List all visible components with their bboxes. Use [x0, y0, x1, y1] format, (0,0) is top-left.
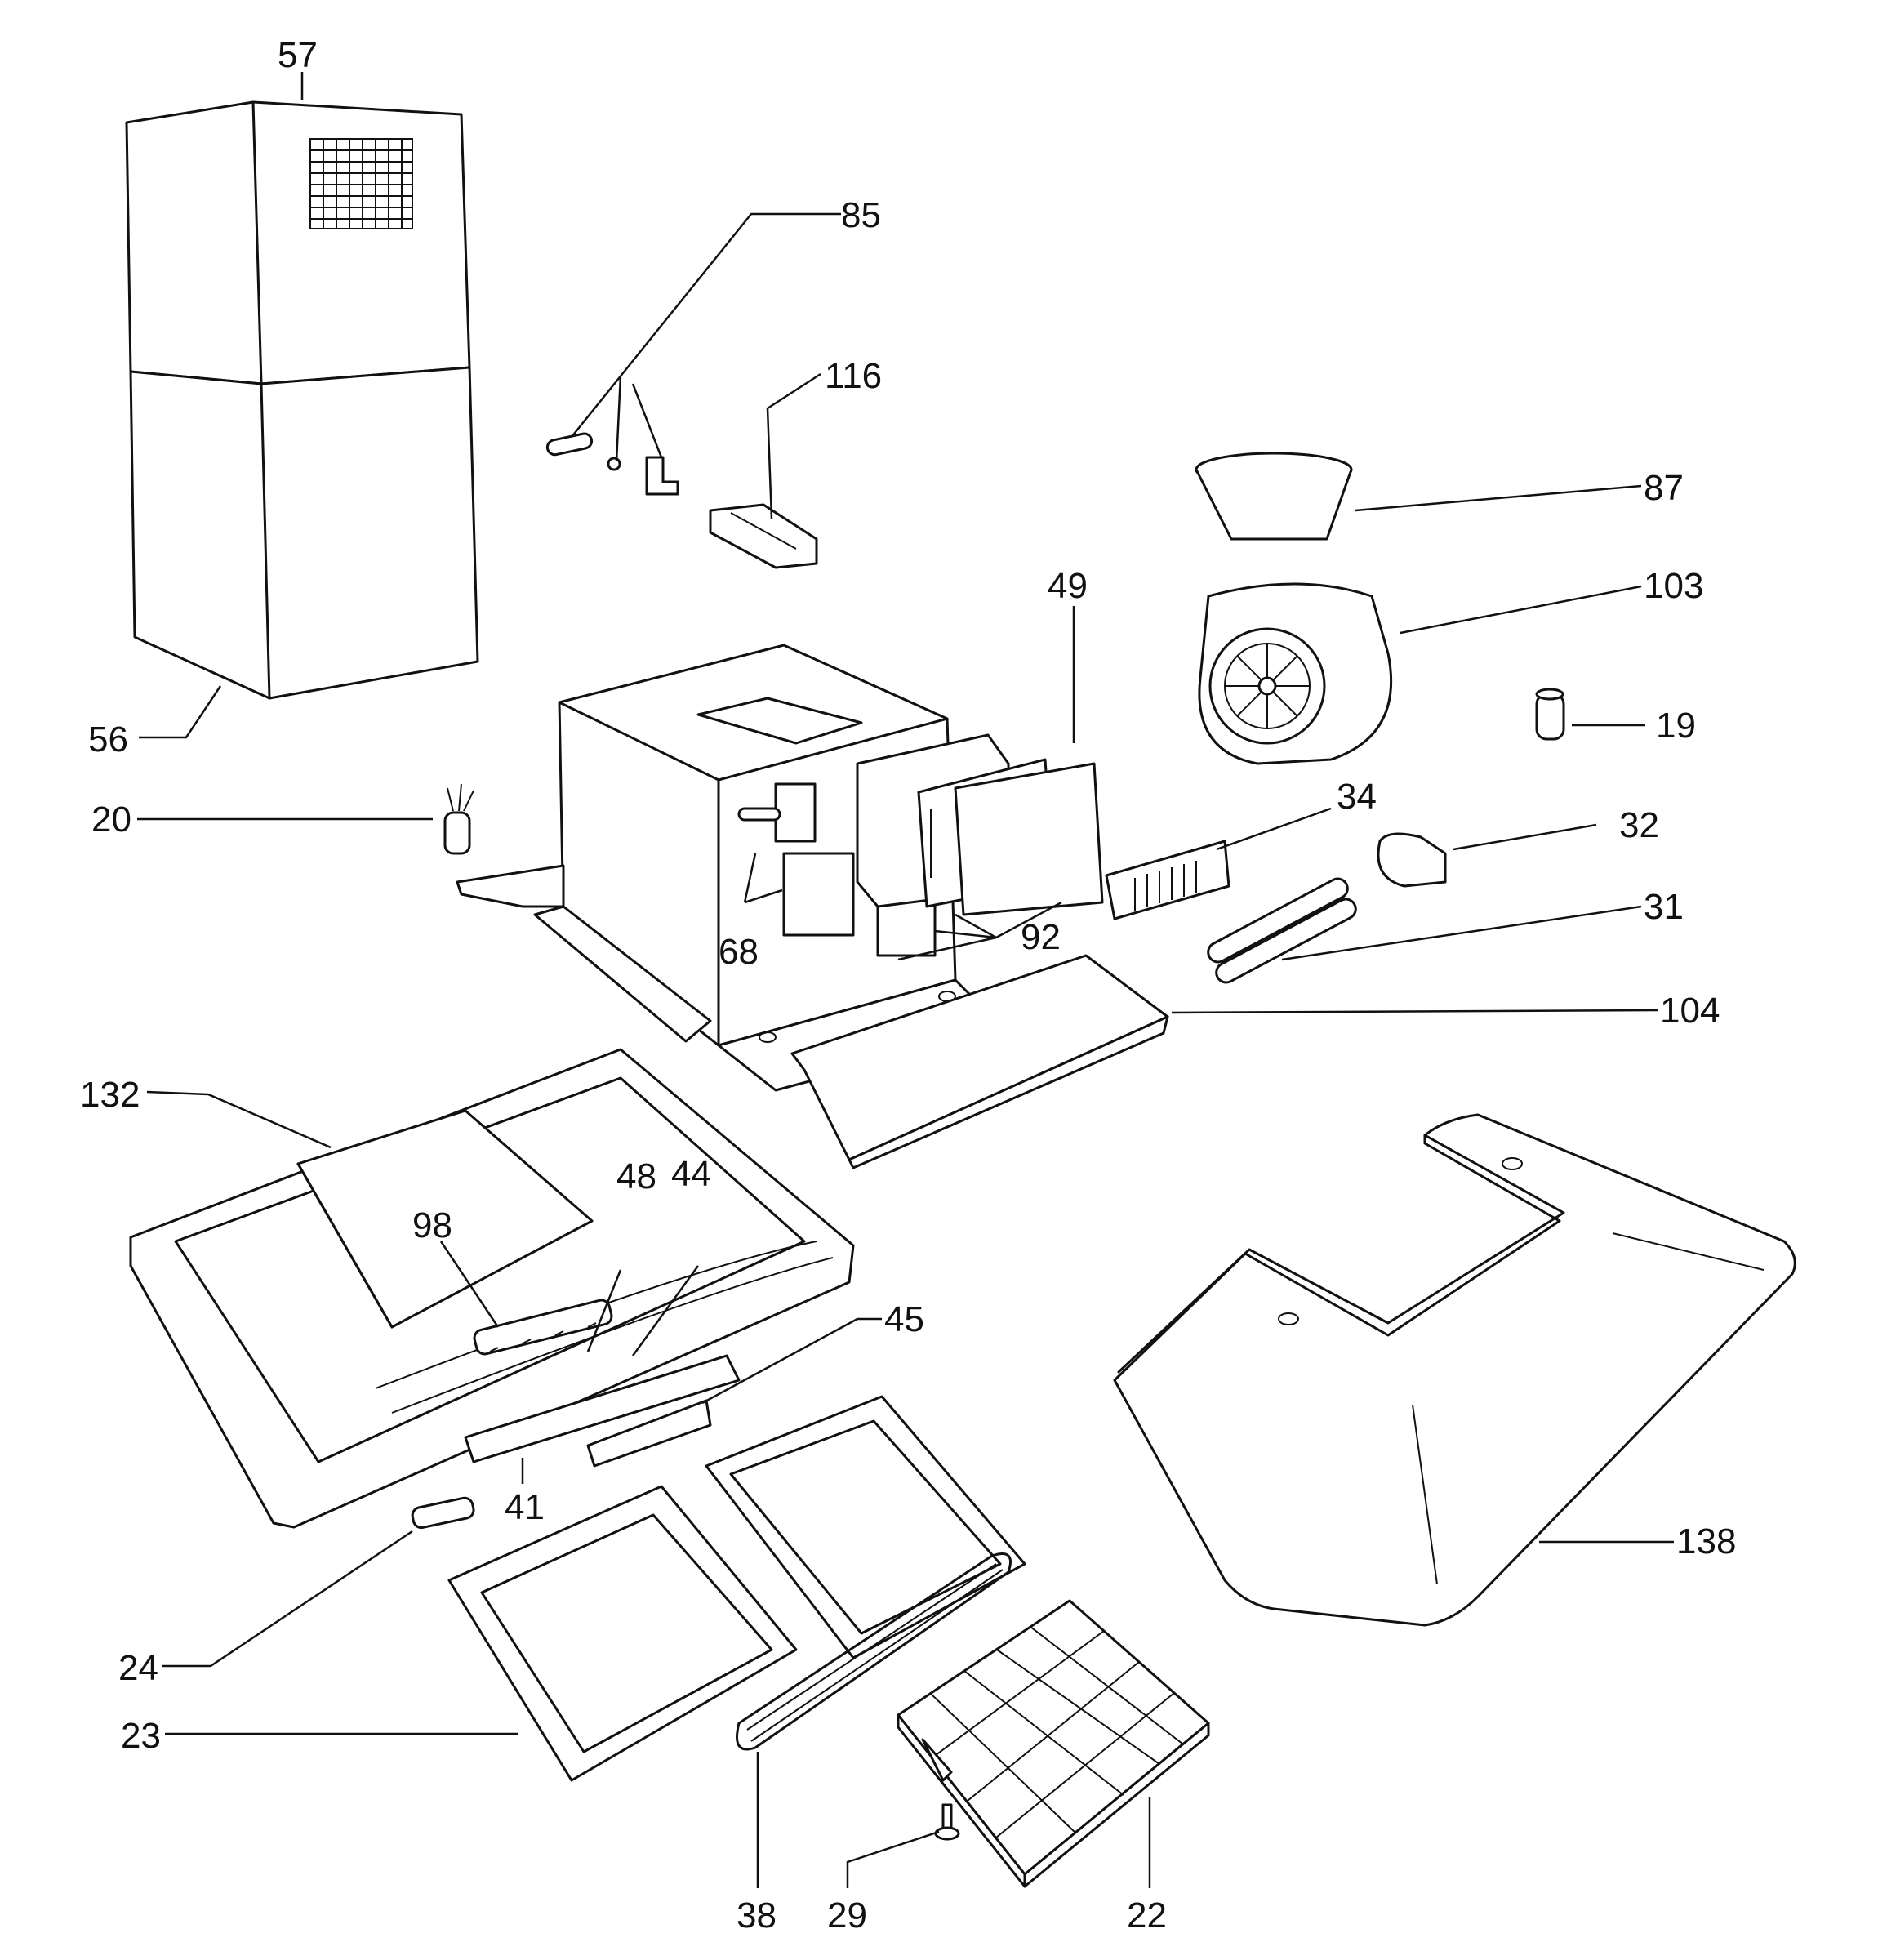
label-32: 32 [1619, 805, 1659, 845]
label-31: 31 [1644, 887, 1684, 927]
label-23: 23 [121, 1716, 161, 1756]
part-49-circuit-board [917, 758, 1104, 916]
label-48: 48 [616, 1156, 656, 1196]
part-34-lamp-holder [1105, 840, 1230, 920]
label-20: 20 [91, 800, 131, 840]
vent-grille [309, 138, 413, 229]
label-38: 38 [737, 1895, 777, 1936]
label-56: 56 [88, 719, 128, 760]
label-116: 116 [825, 356, 882, 396]
label-41: 41 [505, 1487, 545, 1527]
label-24: 24 [118, 1648, 158, 1688]
label-103: 103 [1644, 566, 1703, 606]
grease-filter-upper [705, 1395, 1026, 1659]
label-57: 57 [278, 35, 318, 75]
leader-lines [137, 72, 1674, 1888]
label-92: 92 [1021, 917, 1061, 957]
label-98: 98 [412, 1205, 452, 1245]
part-103-blower-motor [1198, 582, 1393, 765]
label-68: 68 [719, 932, 759, 972]
part-20-capacitor [443, 783, 474, 855]
part-38-gasket [736, 1552, 1012, 1751]
label-49: 49 [1048, 566, 1088, 606]
part-31-fluorescent-tube [1207, 877, 1357, 984]
part-56-lower-chimney [129, 366, 479, 700]
part-32-lamp-socket [1377, 832, 1447, 888]
part-57-upper-chimney [125, 100, 471, 385]
part-23-grease-filter [447, 1485, 798, 1782]
label-138: 138 [1676, 1521, 1736, 1561]
part-41-switch-panel [464, 1354, 741, 1463]
label-85: 85 [841, 195, 881, 235]
part-45-switch-panel [586, 1399, 712, 1468]
label-29: 29 [827, 1895, 867, 1936]
part-132-hood-canopy [129, 1048, 855, 1529]
part-87-duct-collar [1195, 452, 1353, 541]
label-87: 87 [1644, 468, 1684, 508]
label-34: 34 [1337, 777, 1377, 817]
part-29-screw [934, 1803, 960, 1841]
label-45: 45 [884, 1299, 924, 1339]
part-19-capacitor [1535, 688, 1565, 741]
part-116-rail [709, 503, 818, 569]
label-22: 22 [1127, 1895, 1167, 1936]
label-19: 19 [1656, 706, 1696, 746]
part-24-clip [411, 1496, 475, 1530]
label-104: 104 [1660, 991, 1720, 1031]
label-44: 44 [671, 1154, 711, 1194]
part-85-fixing-kit [545, 432, 679, 496]
part-labels: 57 85 116 87 103 49 19 56 20 34 32 31 68… [80, 35, 1736, 1936]
label-132: 132 [80, 1075, 140, 1115]
part-104-lamp-cover [790, 954, 1169, 1169]
part-138-glass-canopy [1113, 1113, 1796, 1627]
part-68-relays [737, 782, 855, 937]
part-22-carbon-filter [897, 1599, 1210, 1888]
